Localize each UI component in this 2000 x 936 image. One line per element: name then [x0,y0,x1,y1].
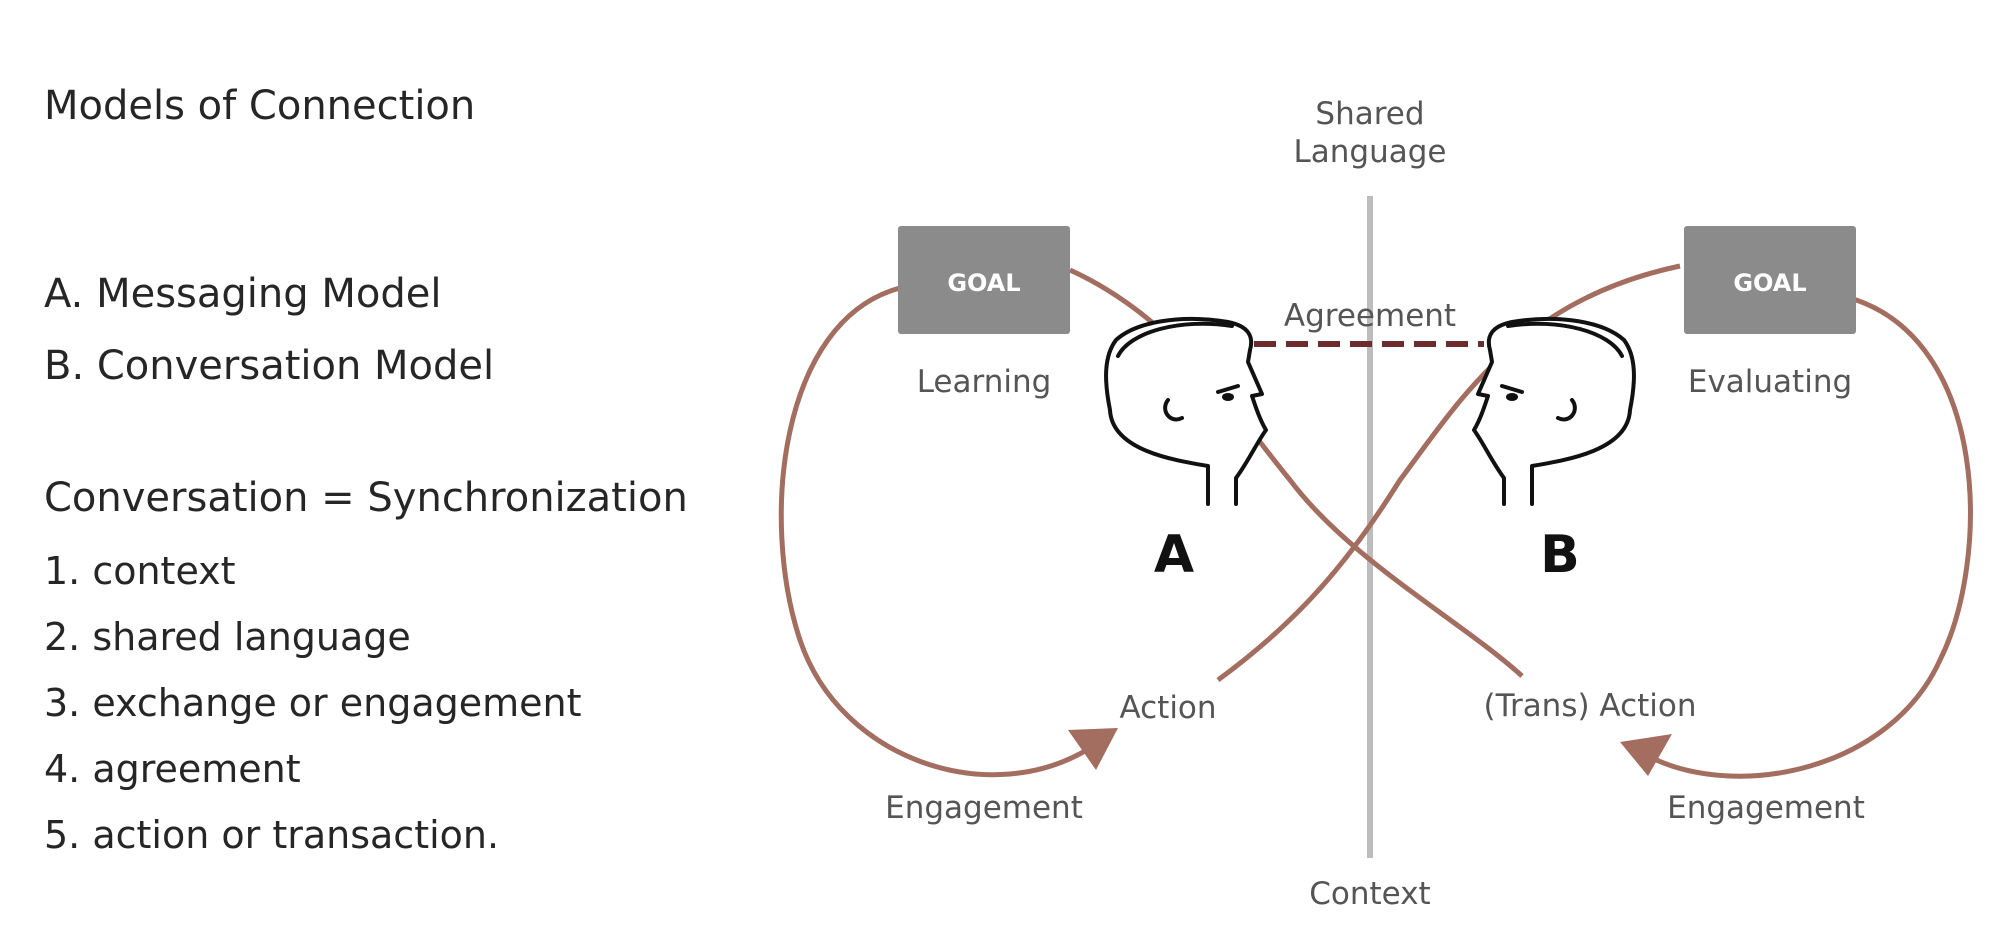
goal-a-label: GOAL [947,269,1020,297]
model-item-messaging: A. Messaging Model [44,271,442,317]
models-list: A. Messaging Model B. Conversation Model [44,258,494,402]
context-label: Context [1309,876,1430,912]
right-engagement-arrowhead [1620,734,1672,776]
cross-strand-action-to-b [1216,263,1681,683]
synchronization-heading: Conversation = Synchronization [44,475,688,521]
person-b-head-icon [1472,316,1636,506]
agreement-label: Agreement [1284,298,1456,334]
slide-title: Models of Connection [44,83,476,129]
person-a-letter: A [1154,525,1194,585]
model-item-conversation: B. Conversation Model [44,343,495,389]
right-engagement-label: Engagement [1667,790,1865,826]
trans-action-label: (Trans) Action [1483,688,1696,724]
right-engagement-loop [1650,295,1973,779]
steps-list: 1. context 2. shared language 3. exchang… [44,538,582,868]
left-engagement-arrowhead [1068,728,1118,770]
evaluating-label: Evaluating [1688,364,1852,400]
shared-language-label-line2: Language [1294,134,1447,170]
step-agreement: 4. agreement [44,747,301,791]
learning-label: Learning [917,364,1052,400]
step-shared-language: 2. shared language [44,615,411,659]
step-action: 5. action or transaction. [44,813,500,857]
goal-box-a: GOAL [898,226,1070,334]
left-engagement-label: Engagement [885,790,1083,826]
person-a-head-icon [1104,316,1268,506]
person-b-letter: B [1540,525,1580,585]
action-label: Action [1119,690,1216,726]
step-exchange: 3. exchange or engagement [44,681,582,725]
left-engagement-loop [778,285,1092,778]
goal-box-b: GOAL [1684,226,1856,334]
step-context: 1. context [44,549,236,593]
goal-b-label: GOAL [1733,269,1806,297]
shared-language-label-line1: Shared [1315,96,1424,132]
